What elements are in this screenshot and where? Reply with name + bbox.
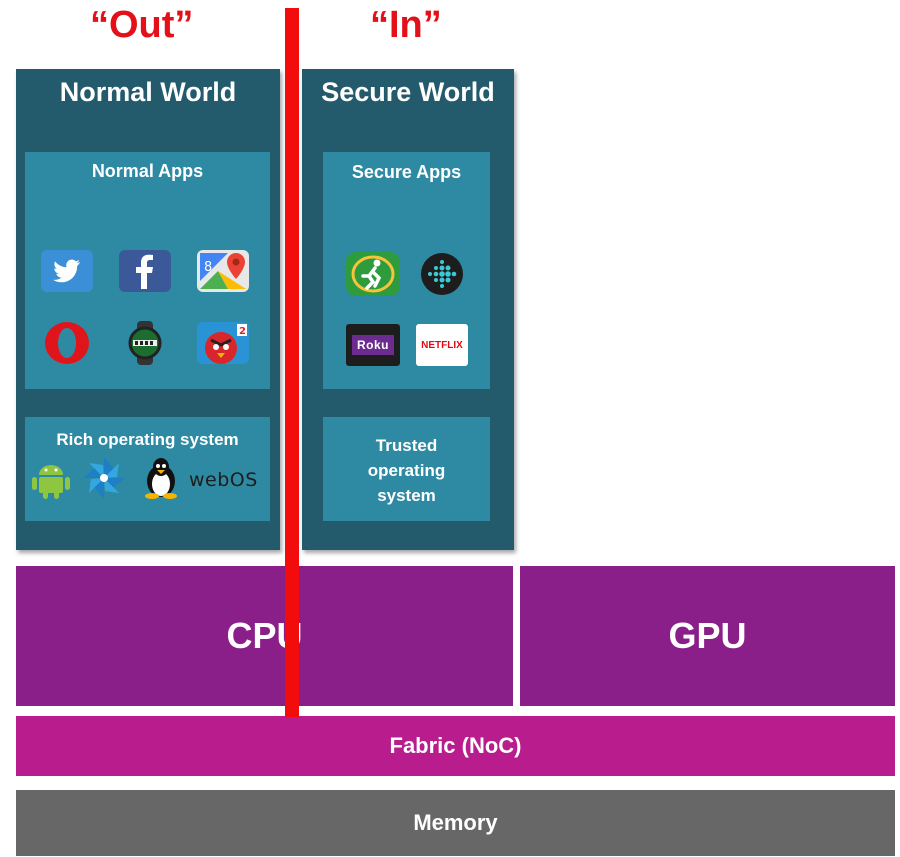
gpu-label: GPU bbox=[668, 615, 747, 656]
rich-os-title: Rich operating system bbox=[56, 430, 239, 449]
svg-text:8: 8 bbox=[204, 260, 212, 275]
angry-birds-icon: 2 bbox=[197, 322, 249, 364]
trusted-os-title: Trusted operating system bbox=[367, 436, 446, 505]
secure-apps-title: Secure Apps bbox=[351, 162, 462, 182]
gpu-block: GPU bbox=[520, 566, 895, 706]
trusted-os-panel: Trusted operating system bbox=[323, 417, 490, 521]
cpu-block: CPU bbox=[16, 566, 513, 706]
linux-tux-icon bbox=[141, 457, 181, 504]
normal-apps-title: Normal Apps bbox=[91, 161, 204, 181]
opera-icon bbox=[41, 322, 93, 364]
in-label: “In” bbox=[370, 4, 442, 46]
netflix-icon: NETFLIX bbox=[416, 324, 468, 366]
webos-logo: webOS bbox=[189, 469, 258, 491]
fabric-block: Fabric (NoC) bbox=[16, 716, 895, 776]
fitbit-icon bbox=[418, 252, 466, 296]
out-label: “Out” bbox=[90, 4, 194, 46]
tizen-icon bbox=[81, 455, 127, 506]
normal-world-title: Normal World bbox=[59, 77, 237, 107]
normal-apps-panel: Normal Apps 8 2 bbox=[25, 152, 270, 389]
normal-world-box: Normal World Normal Apps 8 2 bbox=[16, 69, 280, 550]
roku-icon: Roku bbox=[346, 324, 400, 366]
memory-label: Memory bbox=[413, 810, 498, 835]
fabric-label: Fabric (NoC) bbox=[389, 733, 522, 758]
fitness-runner-icon bbox=[346, 252, 400, 296]
google-maps-icon: 8 bbox=[197, 250, 249, 292]
svg-text:2: 2 bbox=[239, 326, 246, 337]
secure-world-title: Secure World bbox=[321, 77, 495, 107]
secure-apps-panel: Secure Apps Roku NETFLIX bbox=[323, 152, 490, 389]
android-icon bbox=[31, 459, 71, 504]
twitter-icon bbox=[41, 250, 93, 292]
memory-block: Memory bbox=[16, 790, 895, 856]
secure-world-box: Secure World Secure Apps Roku NETFLIX Tr… bbox=[302, 69, 514, 550]
world-divider-line bbox=[285, 8, 299, 717]
roku-label: Roku bbox=[352, 335, 394, 355]
watch-app-icon bbox=[119, 321, 171, 365]
facebook-icon bbox=[119, 250, 171, 292]
netflix-label: NETFLIX bbox=[421, 339, 463, 351]
rich-os-panel: Rich operating system webOS bbox=[25, 417, 270, 521]
